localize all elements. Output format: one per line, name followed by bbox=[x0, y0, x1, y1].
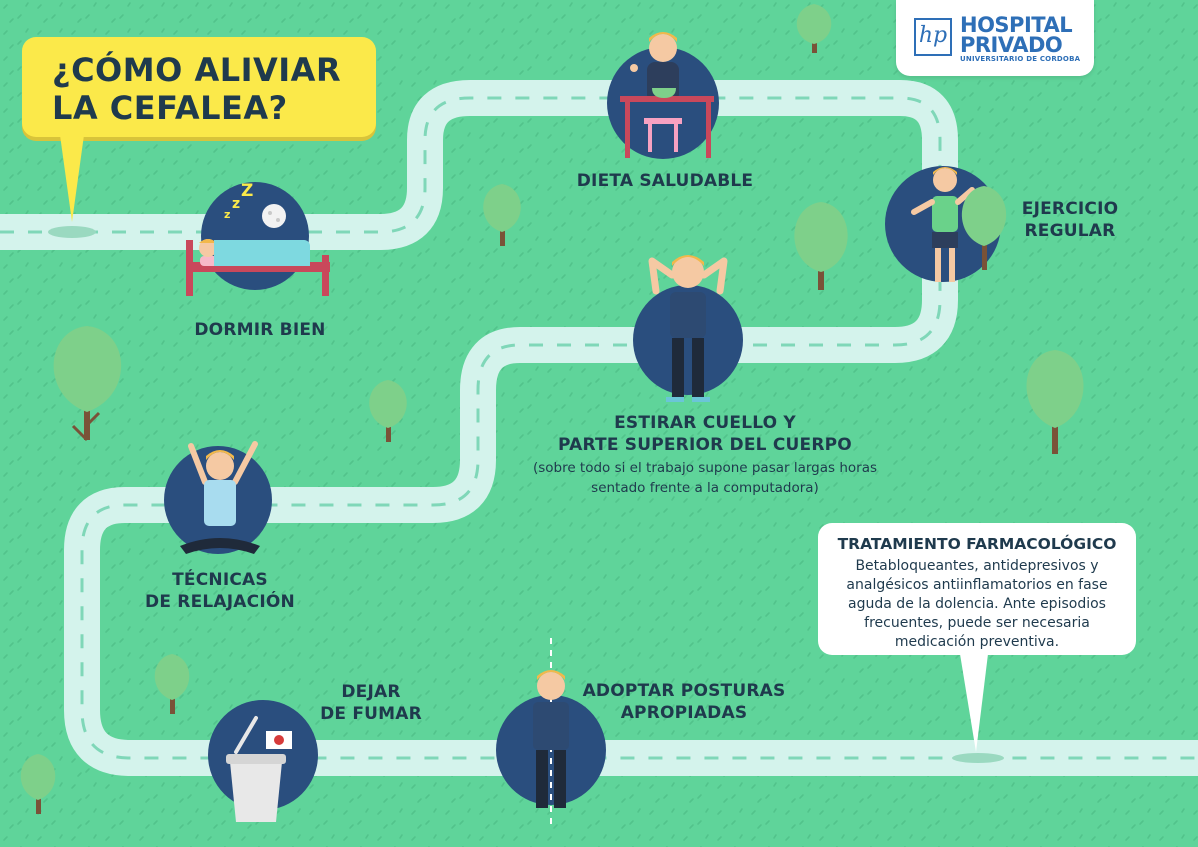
hospital-logo: hp HOSPITAL PRIVADO UNIVERSITARIO DE COR… bbox=[896, 0, 1094, 76]
step-label-relax-line-2: DE RELAJACIÓN bbox=[145, 592, 295, 612]
step-label-smoking-line-2: DE FUMAR bbox=[320, 704, 422, 724]
pharma-title: TRATAMIENTO FARMACOLÓGICO bbox=[837, 535, 1117, 553]
tree bbox=[1026, 350, 1084, 454]
title-line-2: LA CEFALEA? bbox=[52, 89, 288, 127]
step-label-relax-line-1: TÉCNICAS bbox=[172, 570, 268, 590]
pharma-line-3: aguda de la dolencia. Ante episodios bbox=[848, 596, 1106, 612]
pharma-line-2: analgésicos antiinflamatorios en fase bbox=[846, 577, 1108, 593]
step-label-smoking: DEJAR DE FUMAR bbox=[296, 681, 446, 725]
tree bbox=[53, 326, 122, 442]
step-label-posture: ADOPTAR POSTURAS APROPIADAS bbox=[570, 680, 798, 724]
step-label-stretch-line-1: ESTIRAR CUELLO Y bbox=[614, 413, 796, 433]
tree bbox=[483, 184, 521, 246]
sleeping-person-icon: z z Z bbox=[186, 181, 330, 296]
step-note-stretch-line-1: (sobre todo si el trabajo supone pasar l… bbox=[532, 460, 878, 476]
pharma-body: Betabloqueantes, antidepresivos y analgé… bbox=[832, 557, 1122, 652]
eating-person-icon bbox=[607, 32, 719, 159]
logo-subtitle: UNIVERSITARIO DE CORDOBA bbox=[960, 55, 1081, 63]
step-label-stretch-line-2: PARTE SUPERIOR DEL CUERPO bbox=[558, 435, 852, 455]
exercising-person-icon bbox=[885, 166, 1007, 282]
page-title: ¿CÓMO ALIVIAR LA CEFALEA? bbox=[52, 51, 372, 127]
step-label-sleep: DORMIR BIEN bbox=[194, 320, 326, 340]
pin-marker bbox=[48, 226, 96, 238]
logo-name-line-2: PRIVADO bbox=[960, 33, 1063, 57]
pharma-treatment-bubble: TRATAMIENTO FARMACOLÓGICO Betabloqueante… bbox=[818, 523, 1136, 655]
title-bubble: ¿CÓMO ALIVIAR LA CEFALEA? bbox=[22, 37, 376, 137]
pharma-line-4: frecuentes, puede ser necesaria bbox=[864, 615, 1090, 631]
step-label-stretch: ESTIRAR CUELLO Y PARTE SUPERIOR DEL CUER… bbox=[535, 412, 875, 456]
tree bbox=[794, 202, 848, 290]
tree bbox=[20, 754, 56, 814]
tree bbox=[154, 654, 190, 714]
step-label-exercise: EJERCICIO REGULAR bbox=[1010, 198, 1130, 242]
trash-can-cigarette-icon bbox=[208, 700, 318, 822]
step-note-stretch-line-2: sentado frente a la computadora) bbox=[591, 480, 819, 496]
hp-logo-icon: hp bbox=[914, 18, 952, 56]
step-label-exercise-line-2: REGULAR bbox=[1024, 221, 1116, 241]
svg-text:Z: Z bbox=[241, 181, 253, 201]
step-label-smoking-line-1: DEJAR bbox=[341, 682, 401, 702]
logo-name: HOSPITAL PRIVADO bbox=[960, 13, 1073, 57]
tree bbox=[796, 4, 832, 53]
road-path bbox=[0, 80, 1198, 776]
pharma-line-5: medicación preventiva. bbox=[894, 634, 1060, 650]
upright-posture-icon bbox=[496, 638, 606, 828]
step-note-stretch: (sobre todo si el trabajo supone pasar l… bbox=[505, 458, 905, 498]
step-label-diet: DIETA SALUDABLE bbox=[576, 171, 754, 191]
svg-text:z: z bbox=[232, 196, 240, 212]
pin-marker bbox=[952, 753, 1004, 763]
svg-text:z: z bbox=[224, 208, 230, 221]
relaxing-person-icon bbox=[164, 441, 272, 554]
step-label-exercise-line-1: EJERCICIO bbox=[1021, 199, 1119, 219]
title-line-1: ¿CÓMO ALIVIAR bbox=[52, 51, 342, 89]
step-label-posture-line-2: APROPIADAS bbox=[620, 703, 748, 723]
stretching-person-icon bbox=[633, 255, 743, 402]
pharma-bubble-pointer bbox=[960, 654, 988, 752]
step-label-posture-line-1: ADOPTAR POSTURAS bbox=[582, 681, 786, 701]
pharma-line-1: Betabloqueantes, antidepresivos y bbox=[855, 558, 1099, 574]
step-label-relax: TÉCNICAS DE RELAJACIÓN bbox=[135, 569, 305, 613]
logo-name-line-1: HOSPITAL bbox=[960, 13, 1073, 37]
tree bbox=[369, 380, 407, 442]
